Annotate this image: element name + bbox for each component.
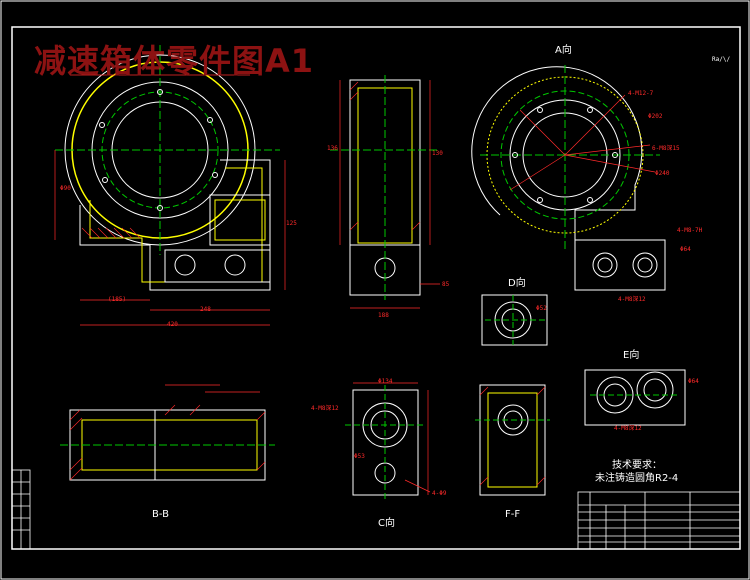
dim-label: Φ90 [60, 185, 71, 192]
side-view [330, 75, 440, 309]
section-bb [60, 384, 275, 481]
section-ff [475, 384, 550, 496]
left-revision-strip [11, 469, 31, 550]
dim-label: 188 [378, 312, 389, 319]
drawing-title: 减速箱体零件图A1 [34, 42, 315, 80]
front-view [54, 45, 286, 326]
view-label-bb: B-B [152, 509, 169, 520]
dim-label: Φ134 [378, 378, 393, 385]
view-d [481, 294, 548, 346]
title-block [577, 491, 741, 550]
tech-req-title: 技术要求： [612, 460, 662, 471]
view-label-ff: F-F [505, 509, 521, 520]
dim-label: 130 [432, 150, 443, 157]
roughness-note: Ra/\/ [712, 56, 731, 63]
dim-label: 4-M8-7H [677, 227, 703, 234]
dim-label: 4-Φ9 [432, 490, 447, 497]
inner-border [11, 26, 741, 550]
dim-label: (185) [108, 296, 127, 303]
dim-label: 136 [327, 145, 338, 152]
dim-label: 125 [286, 220, 297, 227]
dim-label: Φ64 [680, 246, 691, 253]
view-e [584, 369, 686, 426]
view-label-e: E向 [623, 350, 640, 361]
dim-label: Φ202 [648, 113, 663, 120]
tech-req-line1: 未注铸造圆角R2-4 [595, 473, 679, 484]
dim-label: Φ53 [354, 453, 365, 460]
view-label-d: D向 [508, 278, 526, 289]
dim-label: 4-M8深12 [311, 405, 339, 412]
view-c [345, 382, 431, 500]
dim-label: 85 [442, 281, 450, 288]
dim-label: Φ52 [536, 305, 547, 312]
view-label-a: A向 [555, 45, 572, 56]
dim-label: 4-M8深12 [618, 296, 646, 303]
view-a [471, 65, 666, 291]
dim-label: 248 [200, 306, 211, 313]
dim-label: 420 [167, 321, 178, 328]
dim-label: Φ240 [655, 170, 670, 177]
dim-label: Φ64 [688, 378, 699, 385]
dim-label: 6-M8深15 [652, 145, 680, 152]
dim-label: 4-M12-7 [628, 90, 654, 97]
dim-label: 4-M8深12 [614, 425, 642, 432]
view-label-c: C向 [378, 518, 395, 529]
